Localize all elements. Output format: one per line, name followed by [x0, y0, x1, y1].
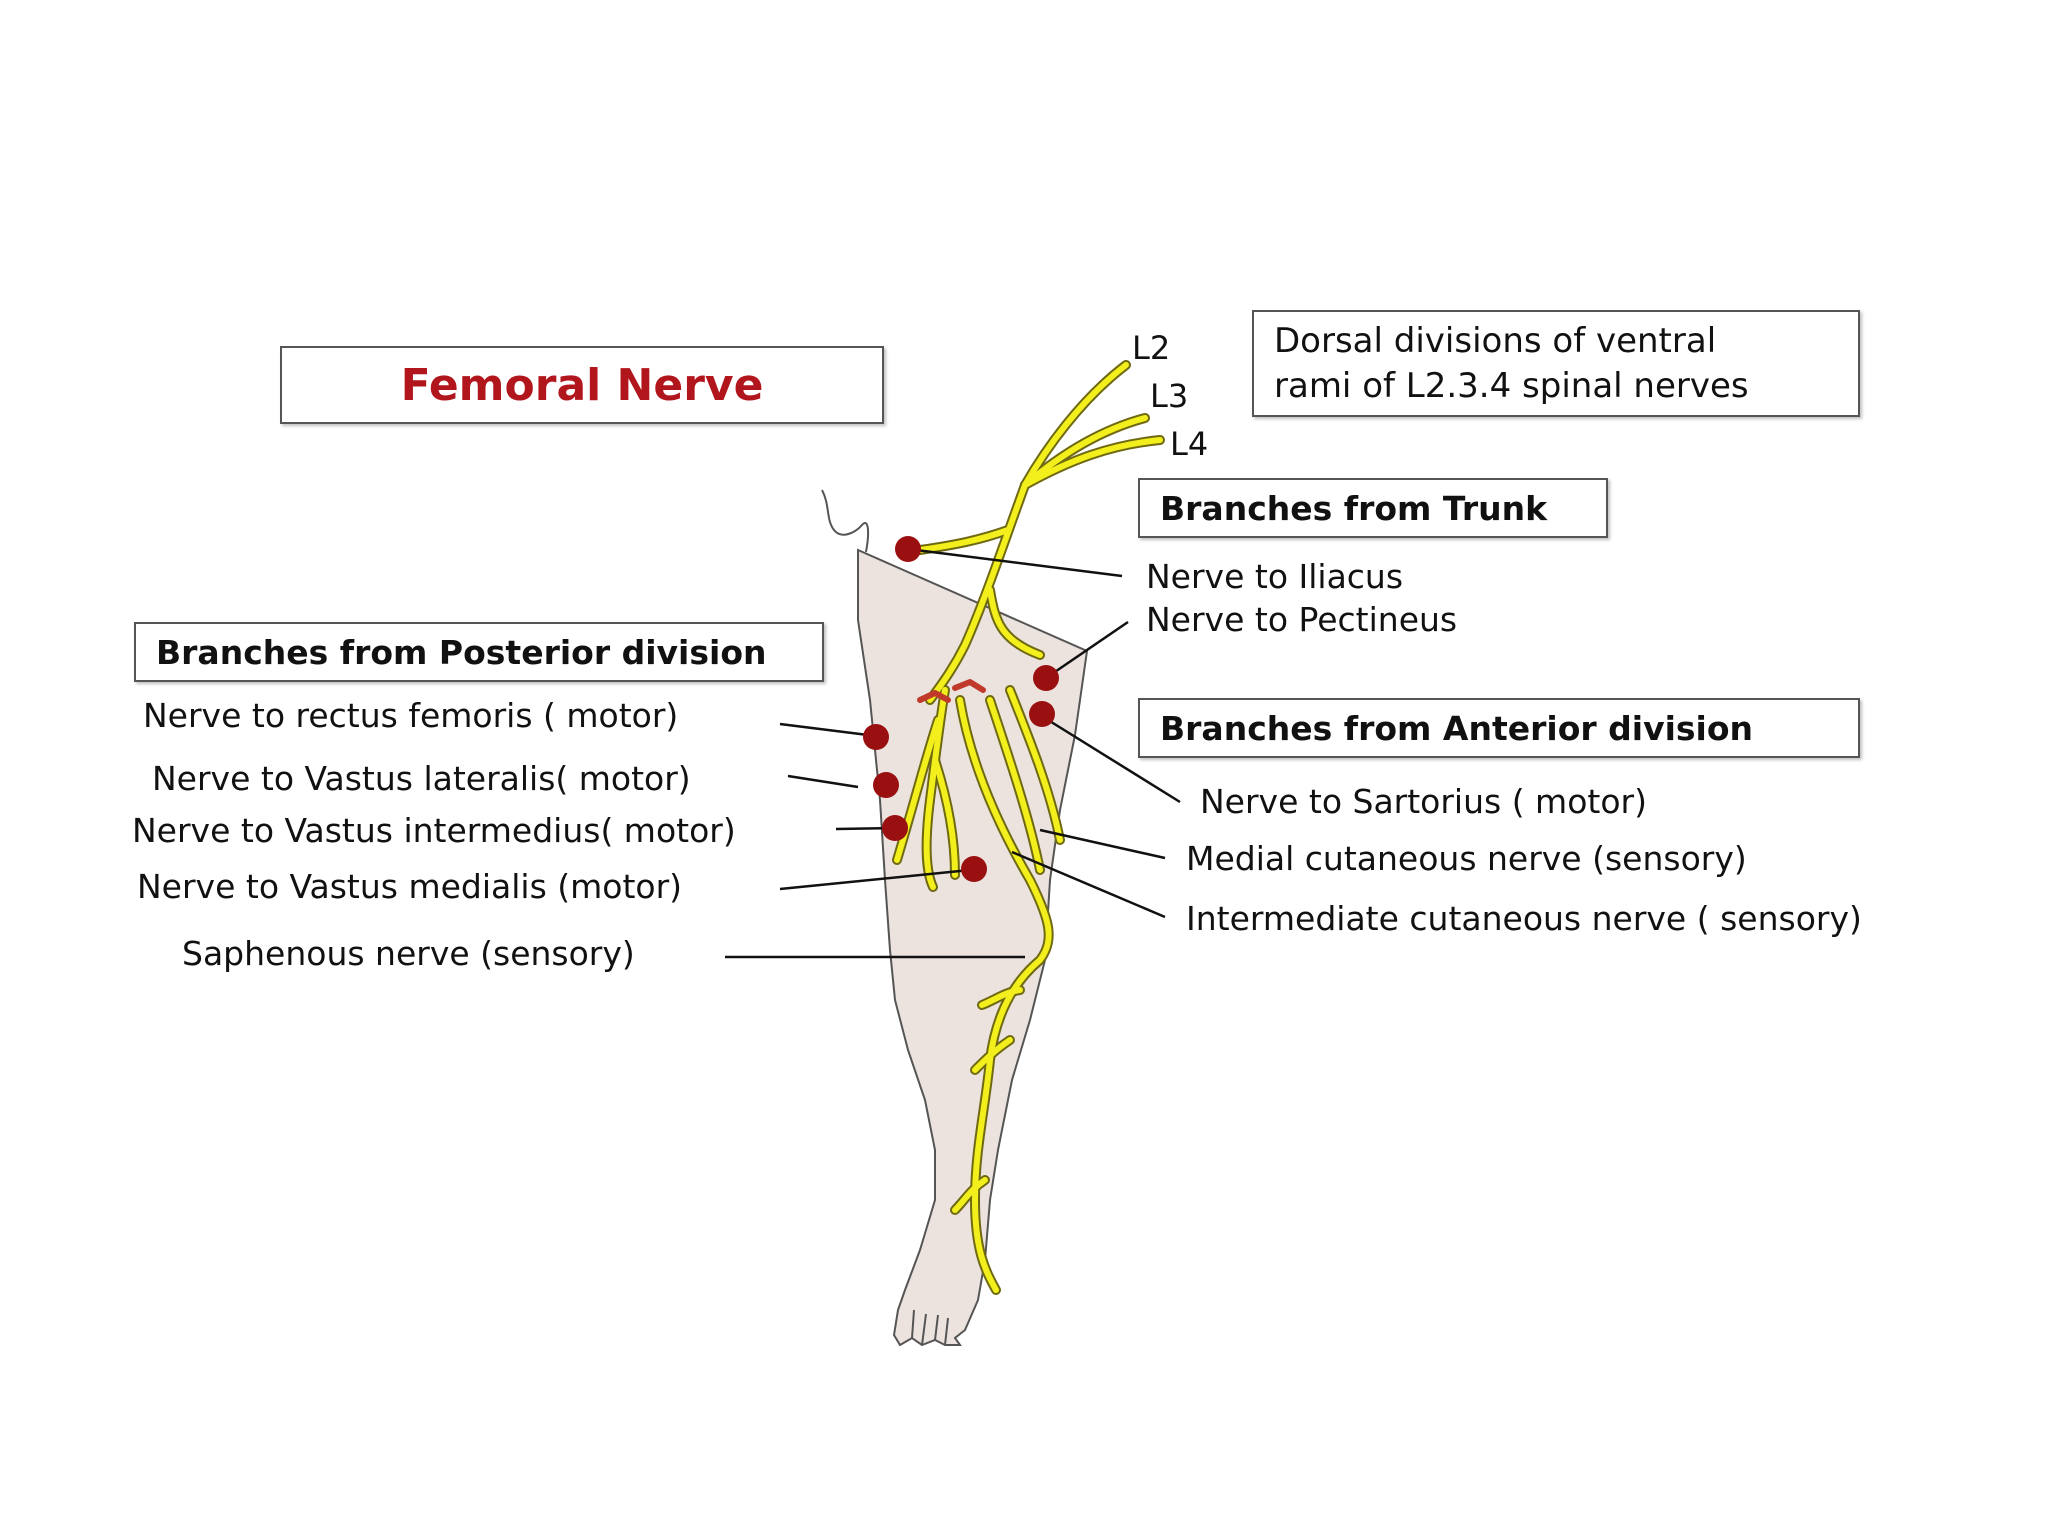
sartorius-marker [1029, 701, 1055, 727]
posterior-heading: Branches from Posterior division [156, 632, 767, 672]
page-title: Femoral Nerve [400, 359, 764, 411]
posterior-branch-rectus-femoris: Nerve to rectus femoris ( motor) [143, 696, 679, 735]
trunk-heading-box: Branches from Trunk [1138, 478, 1608, 538]
trunk-branch-iliacus: Nerve to Iliacus [1146, 557, 1404, 596]
vastus-medialis-marker [961, 856, 987, 882]
anterior-branch-sartorius: Nerve to Sartorius ( motor) [1200, 782, 1647, 821]
root-label-l2: L2 [1132, 329, 1171, 367]
iliacus-marker [895, 536, 921, 562]
vastus-lateralis-marker [873, 772, 899, 798]
anterior-heading: Branches from Anterior division [1160, 708, 1754, 748]
muscle-markers [863, 536, 1059, 882]
anterior-branch-medial-cutaneous: Medial cutaneous nerve (sensory) [1186, 839, 1747, 878]
posterior-branch-vastus-lateralis: Nerve to Vastus lateralis( motor) [152, 759, 691, 798]
nerve-tree [892, 360, 1165, 1295]
anterior-branch-intermediate-cutaneous: Intermediate cutaneous nerve ( sensory) [1186, 899, 1862, 938]
origin-note: Dorsal divisions of ventral rami of L2.3… [1274, 320, 1749, 406]
abdominal-outline [821, 489, 870, 553]
posterior-branch-vastus-intermedius: Nerve to Vastus intermedius( motor) [132, 811, 736, 850]
posterior-branch-saphenous: Saphenous nerve (sensory) [182, 934, 635, 973]
origin-note-box: Dorsal divisions of ventral rami of L2.3… [1252, 310, 1860, 417]
root-label-l3: L3 [1150, 377, 1189, 415]
root-label-l4: L4 [1170, 425, 1209, 463]
title-box: Femoral Nerve [280, 346, 884, 424]
anterior-heading-box: Branches from Anterior division [1138, 698, 1860, 758]
posterior-heading-box: Branches from Posterior division [134, 622, 824, 682]
rectus-femoris-marker [863, 724, 889, 750]
leader-lines [725, 547, 1181, 959]
posterior-branch-vastus-medialis: Nerve to Vastus medialis (motor) [137, 867, 683, 906]
toe-lines [911, 1309, 949, 1346]
pectineus-marker [1033, 665, 1059, 691]
vastus-intermedius-marker [882, 815, 908, 841]
trunk-heading: Branches from Trunk [1160, 488, 1548, 528]
trunk-branch-pectineus: Nerve to Pectineus [1146, 600, 1458, 639]
